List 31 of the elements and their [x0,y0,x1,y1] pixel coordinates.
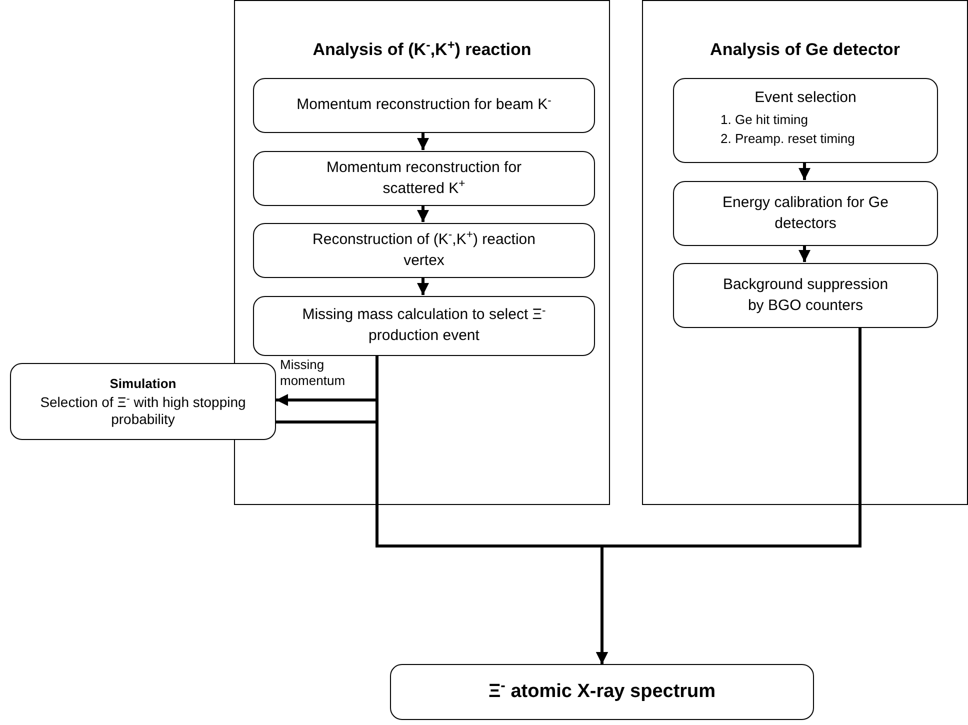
panel-heading: Analysis of Ge detector [709,39,901,61]
process-box [253,78,595,133]
process-box [253,151,595,206]
box-heading: Simulation [110,375,176,394]
process-box [673,181,938,246]
box-text: Background suppression by BGO counters [722,274,890,316]
box-text: Reconstruction of (K$^{-}$,K$^{+}$) reaction vertex [312,230,536,270]
process-box [253,296,595,356]
panel-heading: Analysis of (K$^{-}$,K$^{+}$) reaction [312,37,532,61]
box-text: Missing mass calculation to select Ξ$^{-}$ production event [301,305,547,346]
process-box [253,223,595,278]
process-box [390,664,814,720]
arrow [596,327,862,664]
process-box [10,363,276,440]
list-item: 1. Ge hit timing [720,110,809,129]
arrow [417,205,429,222]
box-text: Energy calibration for Ge detectors [722,192,890,234]
box-text: Momentum reconstruction for scattered K$^{+}$ [325,158,523,198]
arrow [417,132,429,150]
box-text: Momentum reconstruction for beam K$^{-}$ [296,95,552,116]
arrow [798,245,810,262]
edge-label: Missing momentum [280,357,346,390]
box-text: Ξ$^{-}$ atomic X-ray spectrum [488,678,716,704]
box-heading: Event selection [754,88,856,108]
panel-frame [642,0,968,505]
list-item: 2. Preamp. reset timing [720,130,856,148]
box-text: Selection of Ξ$^{-}$ with high stopping probability [39,394,247,429]
process-box [673,78,938,163]
process-box [673,263,938,328]
arrow [417,277,429,295]
arrow [798,162,810,180]
